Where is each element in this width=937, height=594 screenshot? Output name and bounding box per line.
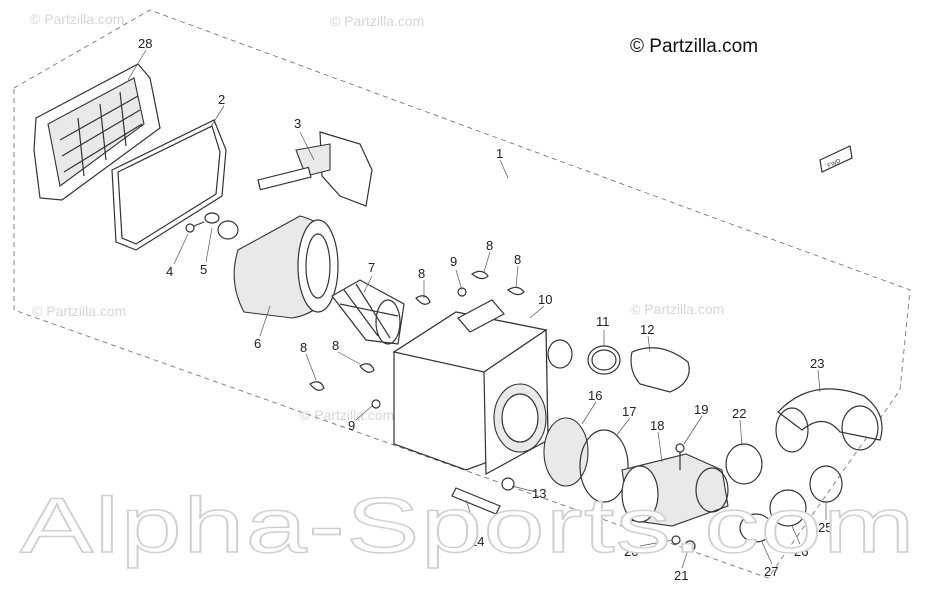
callout-26: 26 (794, 544, 808, 559)
callout-12: 12 (640, 322, 654, 337)
callout-8: 8 (514, 252, 521, 267)
clip-icon (470, 270, 489, 280)
assembly-outline (13, 9, 911, 579)
watermark-small: © Partzilla.com (630, 301, 724, 317)
part-23-elbow-hose (777, 388, 883, 441)
callout-8: 8 (332, 338, 339, 353)
callout-14: 14 (470, 534, 484, 549)
callout-5: 5 (200, 262, 207, 277)
part-6-filter-element (233, 215, 339, 319)
part-23-hose-end (775, 407, 809, 453)
part-3-bracket (257, 131, 373, 207)
callout-28: 28 (138, 36, 152, 51)
callout-8: 8 (418, 266, 425, 281)
callout-9: 9 (348, 418, 355, 433)
callout-19: 19 (694, 402, 708, 417)
part-12-duct (630, 347, 690, 393)
clip-icon (506, 286, 525, 296)
part-4-bolt (185, 221, 205, 233)
watermark-small: © Partzilla.com (330, 13, 424, 29)
clip-icon (359, 363, 375, 373)
part-13-drain (501, 477, 515, 491)
watermark-small: © Partzilla.com (30, 11, 124, 27)
watermark-small: © Partzilla.com (32, 303, 126, 319)
copyright-text: © Partzilla.com (630, 36, 758, 57)
callout-18: 18 (650, 418, 664, 433)
callout-labels: 28 2 3 1 4 5 6 7 8 9 8 8 10 8 8 9 11 12 … (138, 36, 832, 583)
part-2-gasket-inner (117, 125, 221, 245)
part-23-hose-end (841, 405, 879, 451)
part-18-intake-tube (621, 453, 729, 527)
watermark-small: © Partzilla.com (300, 407, 394, 423)
callout-8: 8 (300, 340, 307, 355)
callout-10: 10 (538, 292, 552, 307)
clip-icon (309, 381, 325, 391)
part-26-coupler (769, 489, 807, 527)
fwd-arrow-tag: FWD (819, 145, 853, 173)
callout-6: 6 (254, 336, 261, 351)
callout-7: 7 (368, 260, 375, 275)
callout-11: 11 (596, 314, 610, 329)
callout-4: 4 (166, 264, 173, 279)
callout-1: 1 (496, 146, 503, 161)
part-7-filter-cage (331, 279, 405, 345)
leader-lines (127, 49, 827, 569)
callout-25: 25 (818, 520, 832, 535)
part-17-clamp (579, 429, 629, 503)
part-14-hose (451, 487, 501, 515)
callout-13: 13 (532, 486, 546, 501)
part-16-screen (543, 417, 589, 487)
callout-23: 23 (810, 356, 824, 371)
part-27-clamp (739, 513, 773, 543)
callout-3: 3 (294, 116, 301, 131)
bolt-icon (457, 287, 467, 297)
callout-2: 2 (218, 92, 225, 107)
part-28-filter-cover (33, 63, 161, 201)
callout-21: 21 (674, 568, 688, 583)
callout-20: 20 (624, 544, 638, 559)
clip-icon (415, 295, 431, 305)
bolt-icon (371, 399, 381, 409)
callout-27: 27 (764, 564, 778, 579)
part-21-plug (684, 540, 696, 552)
part-2-gasket (111, 119, 227, 251)
callout-17: 17 (622, 404, 636, 419)
part-19-fitting (675, 443, 685, 470)
part-22-clamp (725, 443, 763, 485)
part-10-air-box (392, 299, 573, 476)
part-5-clamp (204, 212, 239, 240)
callout-8: 8 (486, 238, 493, 253)
callout-9: 9 (450, 254, 457, 269)
callout-16: 16 (588, 388, 602, 403)
fwd-label: FWD (827, 158, 843, 169)
callout-22: 22 (732, 406, 746, 421)
part-11-clamp-inner (591, 349, 617, 371)
watermark-large: Alpha-Sports.com (20, 481, 916, 569)
